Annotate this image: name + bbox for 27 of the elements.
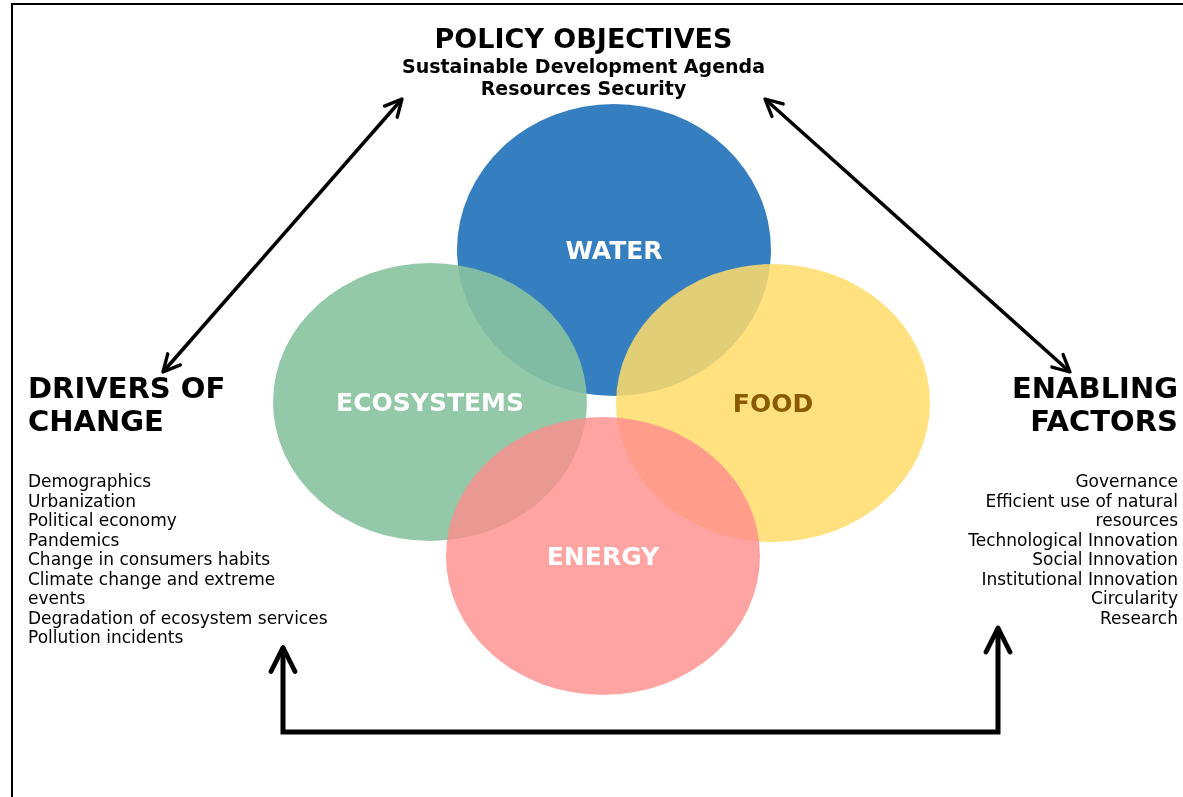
list-item: Institutional Innovation bbox=[981, 569, 1178, 589]
circle-label: ENERGY bbox=[546, 541, 660, 571]
list-item: Climate change and extreme events bbox=[28, 569, 277, 609]
circle-label: WATER bbox=[565, 235, 663, 265]
list-item: Urbanization bbox=[28, 491, 137, 511]
list-item: Research bbox=[1100, 608, 1178, 628]
list-item: Pollution incidents bbox=[28, 628, 184, 648]
list-item: Technological Innovation bbox=[968, 530, 1178, 550]
list-item: Governance bbox=[1075, 472, 1178, 492]
list-item: Efficient use of natural resources bbox=[984, 491, 1178, 531]
circle-label: ECOSYSTEMS bbox=[336, 387, 524, 417]
list-item: Political economy bbox=[28, 511, 177, 531]
list-item: Demographics bbox=[28, 472, 152, 492]
subheading: Resources Security bbox=[480, 77, 687, 99]
heading: POLICY OBJECTIVES bbox=[434, 22, 733, 55]
subheading: Sustainable Development Agenda bbox=[401, 55, 765, 77]
double-arrow bbox=[161, 97, 404, 374]
list-item: Circularity bbox=[1091, 589, 1178, 609]
circle-label: FOOD bbox=[732, 388, 814, 418]
double-arrow bbox=[763, 97, 1072, 374]
heading: DRIVERS OF CHANGE bbox=[28, 372, 227, 438]
list-item: Degradation of ecosystem services bbox=[28, 608, 328, 628]
list-item: Pandemics bbox=[28, 530, 120, 550]
list-item: Change in consumers habits bbox=[28, 550, 271, 570]
heading: ENABLING FACTORS bbox=[1011, 372, 1178, 438]
double-arrow bbox=[268, 625, 1013, 735]
list-item: Social Innovation bbox=[1032, 550, 1178, 570]
